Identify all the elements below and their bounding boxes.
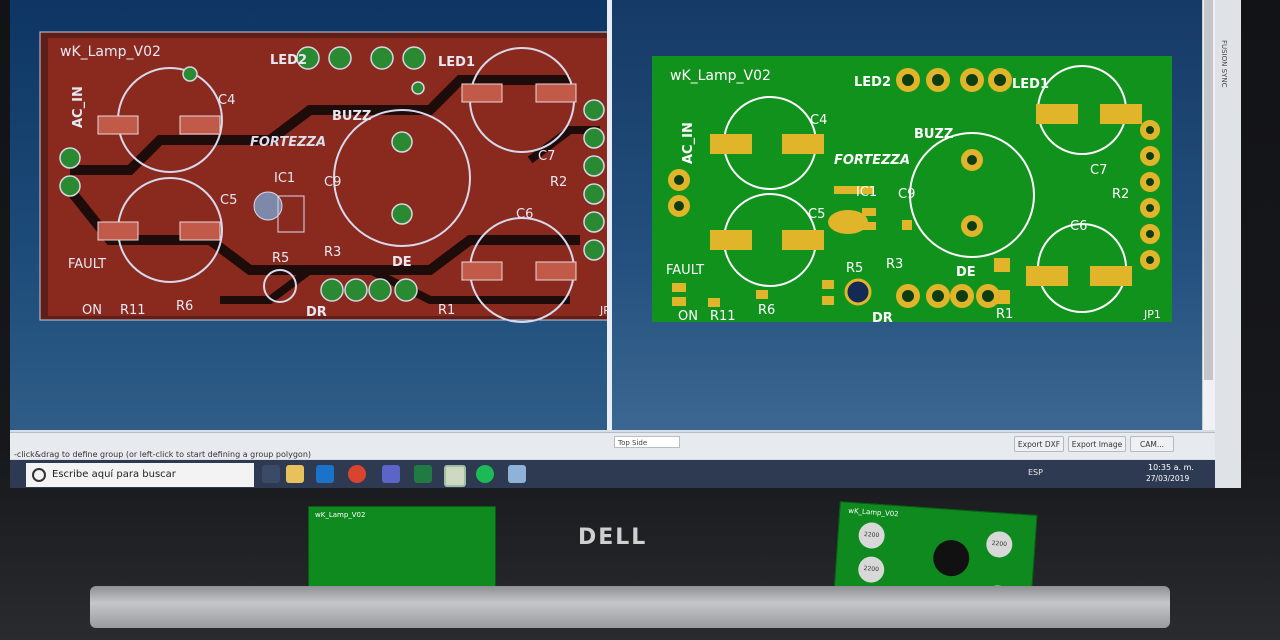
svg-text:JP1: JP1 xyxy=(1143,308,1161,321)
svg-text:C4: C4 xyxy=(810,113,827,128)
svg-text:AC_IN: AC_IN xyxy=(71,86,86,128)
svg-text:LED1: LED1 xyxy=(1012,77,1049,92)
svg-text:DE: DE xyxy=(956,265,976,280)
search-icon xyxy=(32,468,46,482)
svg-text:C9: C9 xyxy=(324,175,341,190)
svg-text:C7: C7 xyxy=(538,149,555,164)
svg-text:ON: ON xyxy=(82,303,102,318)
spotify-icon[interactable] xyxy=(476,465,494,483)
svg-text:C5: C5 xyxy=(220,193,237,208)
svg-text:FORTEZZA: FORTEZZA xyxy=(834,153,910,168)
board-3d-svg: wK_Lamp_V02 LED2 LED1 BUZZ AC_IN C4 C5 C… xyxy=(652,56,1172,326)
side-panel-label: FUSION SYNC xyxy=(1220,40,1228,88)
clock-date[interactable]: 27/03/2019 xyxy=(1146,474,1190,483)
green-board xyxy=(652,56,1172,322)
svg-text:LED1: LED1 xyxy=(438,55,475,70)
svg-text:BUZZ: BUZZ xyxy=(914,127,953,142)
chrome-icon[interactable] xyxy=(348,465,366,483)
status-hint: -click&drag to define group (or left-cli… xyxy=(14,450,312,459)
svg-text:R6: R6 xyxy=(176,299,193,314)
view-side-select[interactable]: Top Side xyxy=(614,436,680,448)
svg-text:R11: R11 xyxy=(120,303,146,318)
svg-text:R5: R5 xyxy=(272,251,289,266)
svg-text:LED2: LED2 xyxy=(854,75,891,90)
dell-logo: DELL xyxy=(578,525,648,550)
buzzer xyxy=(932,538,971,578)
task-view-icon[interactable] xyxy=(262,465,280,483)
svg-text:C5: C5 xyxy=(808,207,825,222)
svg-text:DR: DR xyxy=(306,305,327,320)
svg-text:LED2: LED2 xyxy=(270,53,307,68)
svg-text:C6: C6 xyxy=(1070,219,1087,234)
board-3d-view[interactable]: wK_Lamp_V02 LED2 LED1 BUZZ AC_IN C4 C5 C… xyxy=(612,0,1202,430)
laptop-hinge xyxy=(90,586,1170,628)
excel-icon[interactable] xyxy=(414,465,432,483)
side-panel xyxy=(1215,0,1241,488)
export-image-button[interactable]: Export Image xyxy=(1068,436,1126,452)
tray-language[interactable]: ESP xyxy=(1028,468,1043,477)
outlook-icon[interactable] xyxy=(316,465,334,483)
svg-text:R5: R5 xyxy=(846,261,863,276)
clock-time[interactable]: 10:35 a. m. xyxy=(1148,463,1194,472)
svg-text:R6: R6 xyxy=(758,303,775,318)
svg-text:AC_IN: AC_IN xyxy=(681,122,696,164)
svg-text:R11: R11 xyxy=(710,309,736,324)
svg-text:FAULT: FAULT xyxy=(666,263,704,278)
svg-text:R3: R3 xyxy=(886,257,903,272)
svg-text:DE: DE xyxy=(392,255,412,270)
weather-icon[interactable] xyxy=(508,465,526,483)
svg-text:FAULT: FAULT xyxy=(68,257,106,272)
svg-text:ON: ON xyxy=(678,309,698,324)
laptop-screen: wK_Lamp_V02 LED2 LED1 BUZZ AC_IN C4 C5 C… xyxy=(10,0,1215,488)
taskbar-search-box[interactable] xyxy=(26,463,254,487)
svg-text:R3: R3 xyxy=(324,245,341,260)
board-title: wK_Lamp_V02 xyxy=(60,44,161,60)
svg-text:BUZZ: BUZZ xyxy=(332,109,371,124)
svg-text:JP1: JP1 xyxy=(599,304,608,317)
svg-text:C6: C6 xyxy=(516,207,533,222)
cam-button[interactable]: CAM... xyxy=(1130,436,1174,452)
svg-text:R1: R1 xyxy=(996,307,1013,322)
svg-text:C4: C4 xyxy=(218,93,235,108)
svg-text:R2: R2 xyxy=(1112,187,1129,202)
teams-icon[interactable] xyxy=(382,465,400,483)
svg-text:R2: R2 xyxy=(550,175,567,190)
eagle-icon[interactable] xyxy=(444,465,466,487)
export-dxf-button[interactable]: Export DXF xyxy=(1014,436,1064,452)
svg-text:C7: C7 xyxy=(1090,163,1107,178)
svg-text:R1: R1 xyxy=(438,303,455,318)
scrollbar-thumb[interactable] xyxy=(1204,0,1213,380)
svg-text:IC1: IC1 xyxy=(274,171,295,186)
fortezza-logo: FORTEZZA xyxy=(250,135,326,150)
pane-divider[interactable] xyxy=(607,0,612,430)
svg-text:DR: DR xyxy=(872,311,893,326)
board-layout-svg: wK_Lamp_V02 LED2 LED1 BUZZ AC_IN C4 C5 C… xyxy=(39,31,608,323)
svg-text:wK_Lamp_V02: wK_Lamp_V02 xyxy=(670,68,771,84)
board-layout-view[interactable]: wK_Lamp_V02 LED2 LED1 BUZZ AC_IN C4 C5 C… xyxy=(10,0,608,430)
search-placeholder: Escribe aquí para buscar xyxy=(52,469,176,480)
file-explorer-icon[interactable] xyxy=(286,465,304,483)
svg-text:C9: C9 xyxy=(898,187,915,202)
svg-text:IC1: IC1 xyxy=(856,185,877,200)
